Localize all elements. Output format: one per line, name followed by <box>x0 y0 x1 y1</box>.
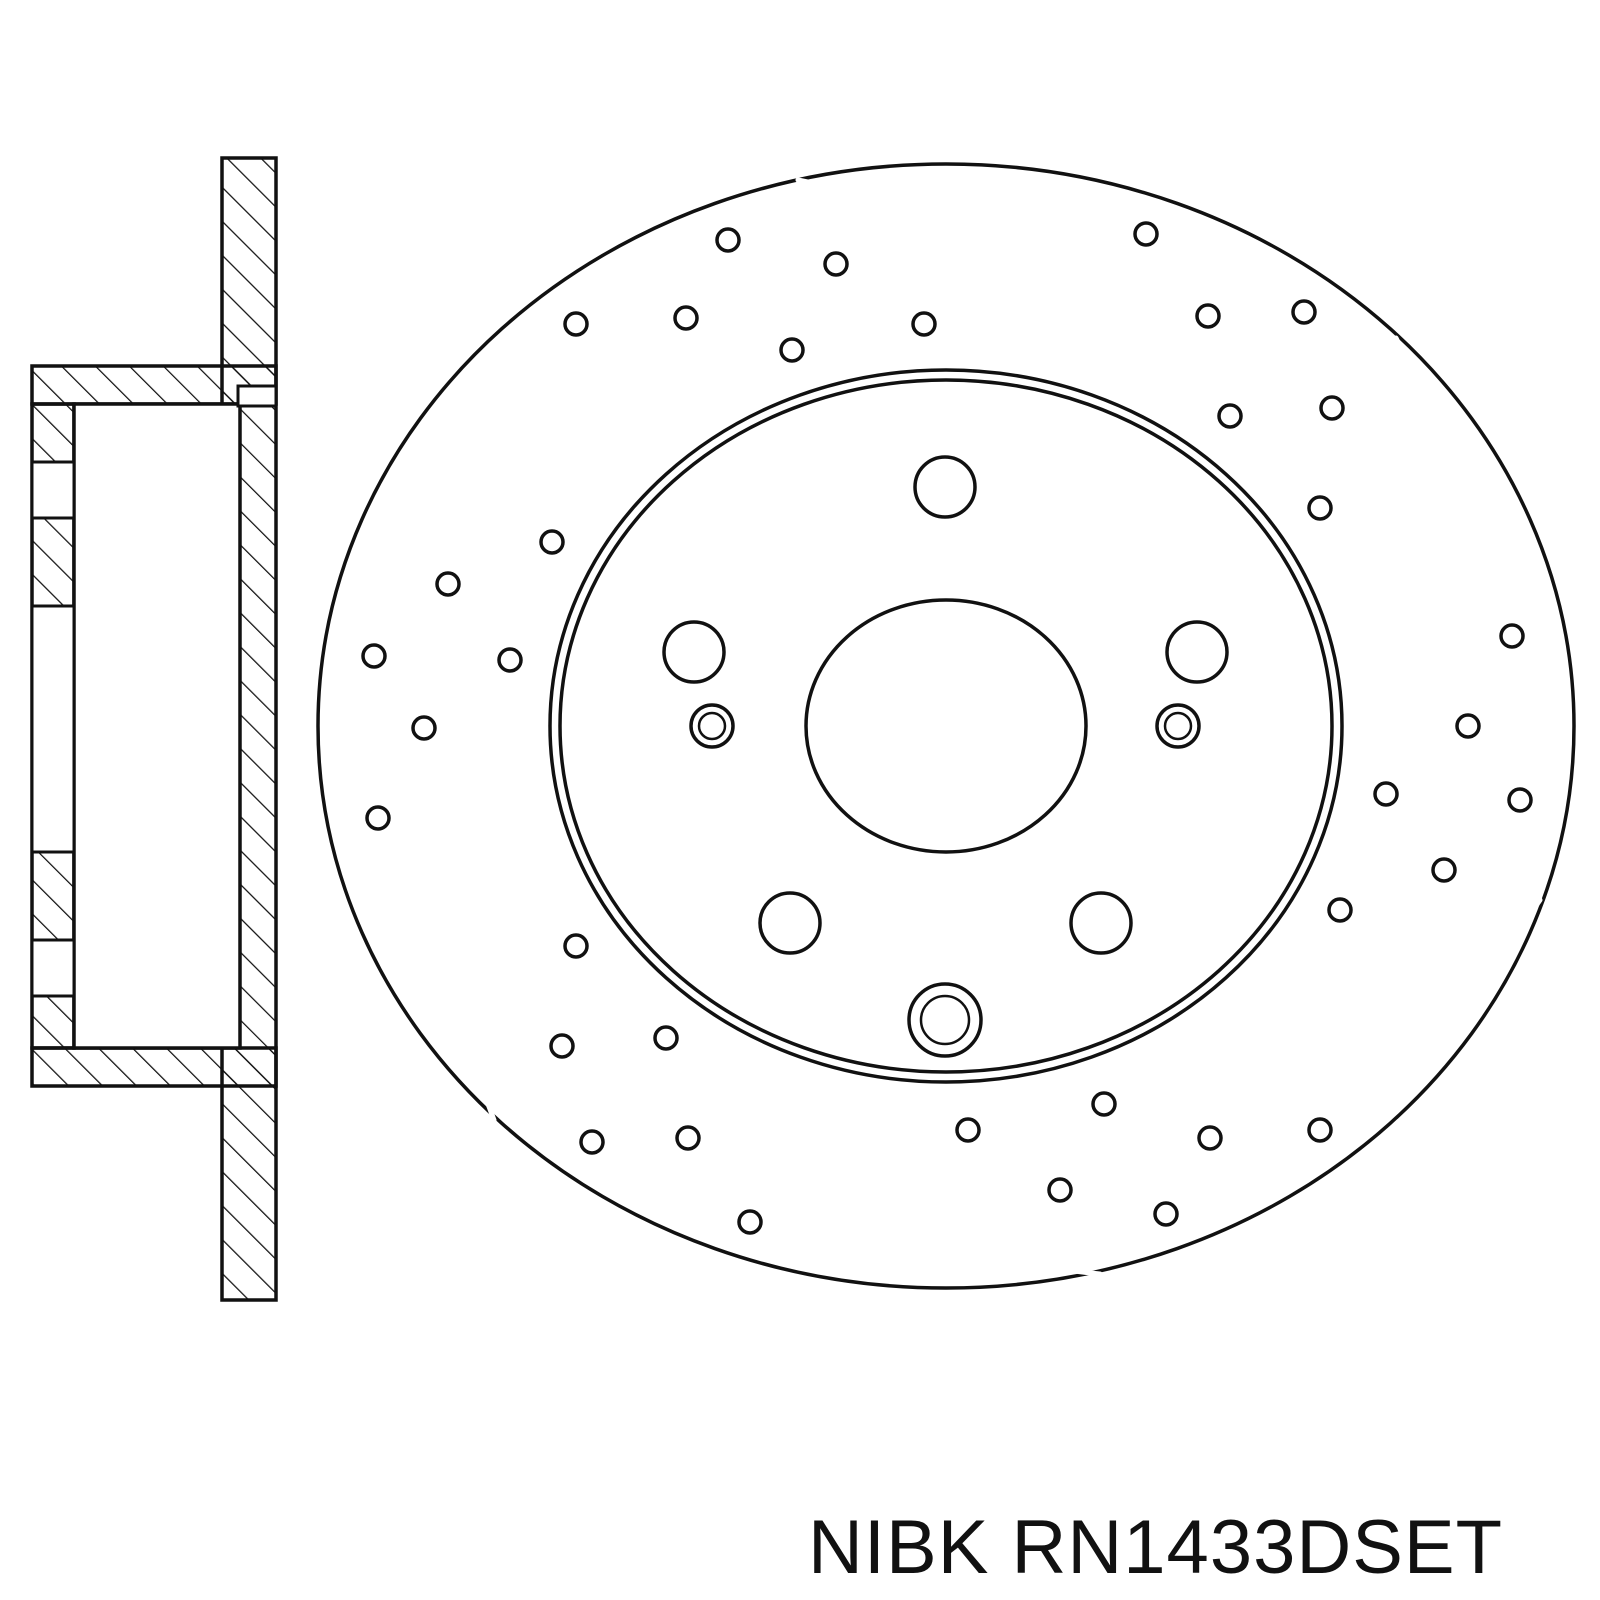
hat-outer-edge <box>548 368 1344 1084</box>
part-number: RN1433DSET <box>1011 1505 1504 1590</box>
drill-hole <box>1327 897 1353 923</box>
drill-hole <box>955 1117 981 1143</box>
drill-hole <box>1307 1117 1333 1143</box>
drill-hole <box>1291 299 1317 325</box>
section-step <box>236 384 278 408</box>
drill-hole <box>497 647 523 673</box>
slot-inner <box>353 408 668 555</box>
drill-hole <box>675 1125 701 1151</box>
drill-hole <box>1195 303 1221 329</box>
drill-hole <box>1319 395 1345 421</box>
drill-hole <box>653 1025 679 1051</box>
slot <box>790 1106 1102 1276</box>
slot <box>796 178 1104 348</box>
drill-hole <box>579 1129 605 1155</box>
drill-hole <box>563 311 589 337</box>
section-bolt-gap <box>30 938 76 998</box>
slot-inner <box>452 793 511 1123</box>
drill-hole <box>1455 713 1481 739</box>
screw-hole-inner <box>697 711 727 741</box>
slot-inner <box>795 177 1105 349</box>
drill-hole <box>539 529 565 555</box>
bolt-hole <box>1069 891 1133 955</box>
drill-hole <box>1499 623 1525 649</box>
drill-hole <box>737 1209 763 1235</box>
section-bolt-gap <box>30 460 76 520</box>
drill-hole <box>673 305 699 331</box>
screw-hole-inner <box>1163 711 1193 741</box>
drill-hole <box>1091 1091 1117 1117</box>
section-hat-bottom <box>30 1046 278 1088</box>
screw-hole-inner <box>919 994 971 1046</box>
drill-hole <box>435 571 461 597</box>
screw-hole-outer <box>689 703 735 749</box>
drill-hole <box>1133 221 1159 247</box>
hat-inner-edge <box>558 378 1334 1074</box>
slot-inner <box>1385 335 1434 665</box>
part-caption: NIBK RN1433DSET <box>808 1503 1588 1593</box>
section-hub-opening <box>72 402 242 1050</box>
slot-inner <box>1233 897 1543 1044</box>
drill-hole <box>1307 495 1333 521</box>
drill-hole <box>1431 857 1457 883</box>
drill-hole <box>1197 1125 1223 1151</box>
drill-hole <box>715 227 741 253</box>
brand-name: NIBK <box>808 1505 990 1590</box>
section-center-gap <box>30 604 76 854</box>
screw-hole-outer <box>1155 703 1201 749</box>
drill-hole <box>361 643 387 669</box>
screw-hole-outer <box>907 982 983 1058</box>
drill-hole <box>1047 1177 1073 1203</box>
bolt-hole <box>662 620 726 684</box>
bolt-hole <box>1165 620 1229 684</box>
curved-slots <box>353 177 1543 1277</box>
drill-hole <box>411 715 437 741</box>
bolt-hole <box>913 455 977 519</box>
drill-hole <box>1373 781 1399 807</box>
slot <box>354 409 667 554</box>
drill-hole <box>1507 787 1533 813</box>
locating-screw-holes <box>689 703 1201 1058</box>
drill-hole <box>823 251 849 277</box>
drill-hole <box>911 311 937 337</box>
drill-hole <box>1153 1201 1179 1227</box>
slot <box>453 794 510 1122</box>
disc-cross-section-view <box>30 156 278 1302</box>
wheel-bolt-holes <box>662 455 1229 955</box>
drill-hole <box>563 933 589 959</box>
slot-inner <box>789 1105 1103 1277</box>
drill-hole <box>549 1033 575 1059</box>
disc-front-view <box>316 162 1576 1290</box>
center-bore <box>804 598 1088 854</box>
drill-hole <box>365 805 391 831</box>
drill-hole <box>1217 403 1243 429</box>
cross-drilled-holes <box>361 221 1533 1235</box>
disc-outer-edge <box>316 162 1576 1290</box>
drill-hole <box>779 337 805 363</box>
bolt-hole <box>758 891 822 955</box>
